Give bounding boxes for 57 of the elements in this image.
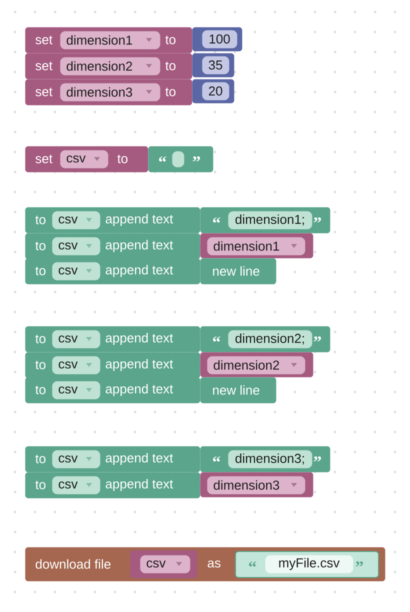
value-block: new line (200, 377, 276, 404)
node-label: set (36, 36, 52, 44)
node-label: append text (106, 332, 174, 346)
node-label: to (35, 242, 46, 250)
text-field: dimension3; (228, 450, 312, 468)
dropdown-field: csv (52, 450, 100, 468)
node-label: append text (106, 358, 174, 372)
dropdown-field: dimension2 (60, 57, 160, 76)
node-label: to (35, 480, 46, 490)
dropdown-field: csv (52, 237, 100, 256)
node-label: append text (106, 384, 174, 396)
dropdown-field: csv (52, 262, 100, 280)
text-field: dimension1; (228, 211, 312, 230)
node-label: append text (106, 478, 174, 492)
text-field (172, 151, 184, 168)
node-label: “ (213, 217, 220, 222)
node-label: to (35, 334, 46, 344)
text-field: myFile.csv (265, 555, 354, 574)
node-label: to (165, 62, 176, 70)
text-field: 20 (202, 82, 230, 100)
text-block: “ ” (148, 146, 214, 172)
dropdown-field: csv (52, 476, 100, 494)
dropdown-field: csv (60, 150, 108, 168)
text-field: 100 (202, 30, 238, 48)
dropdown-field: csv (140, 555, 190, 574)
node-label: set (36, 88, 52, 96)
node-label: to (165, 88, 176, 96)
text-field: dimension2; (228, 330, 312, 348)
node-label: new line (213, 385, 260, 395)
dropdown-field: csv (52, 211, 100, 230)
dropdown-field: dimension1 (207, 237, 306, 256)
node-label: set (36, 62, 52, 70)
dropdown-field: dimension3 (60, 83, 160, 102)
node-label: ” (314, 336, 321, 342)
node-label: to (165, 36, 176, 44)
node-label: to (35, 360, 46, 370)
dropdown-field: dimension2 (207, 356, 306, 374)
node-label: “ (213, 456, 220, 462)
node-label: to (35, 216, 46, 224)
node-label: to (35, 386, 46, 394)
dropdown-field: csv (52, 381, 100, 400)
dropdown-field: dimension3 (207, 476, 306, 494)
dropdown-field: csv (52, 356, 100, 374)
node-label: append text (106, 264, 174, 278)
node-label: append text (106, 240, 174, 252)
text-field: 35 (202, 56, 230, 74)
node-label: to (35, 266, 46, 276)
dropdown-field: dimension1 (60, 31, 160, 50)
node-label: append text (106, 214, 174, 226)
node-label: append text (106, 452, 174, 466)
node-label: “ (213, 336, 220, 342)
node-label: ” (314, 456, 321, 462)
dropdown-field: csv (52, 330, 100, 348)
value-block: new line (200, 258, 276, 284)
node-label: to (35, 454, 46, 464)
node-label: ” (314, 217, 321, 222)
node-label: new line (213, 266, 260, 276)
